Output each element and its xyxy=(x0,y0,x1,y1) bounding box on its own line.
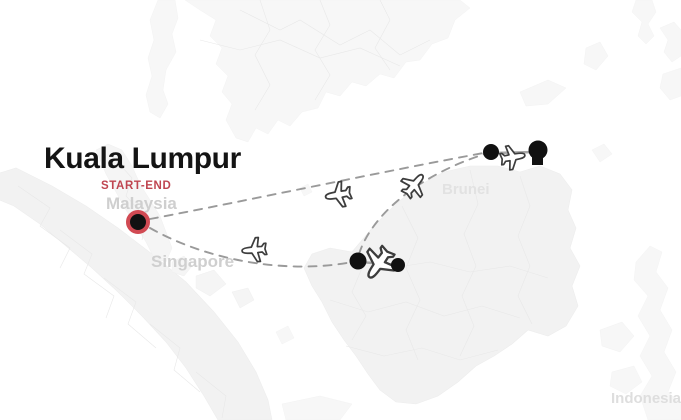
stop-marker-north-borneo xyxy=(483,144,499,160)
route-leg-west-to-north-borneo xyxy=(358,152,489,255)
stop-marker-borneo-inland xyxy=(391,258,405,272)
route-leg-kl-to-north-borneo xyxy=(149,151,490,220)
route-leg-kl-to-west-borneo xyxy=(149,227,353,268)
start-end-marker[interactable] xyxy=(126,210,150,234)
stop-marker-borneo-west xyxy=(349,252,367,270)
stop-marker-far-east xyxy=(528,140,548,165)
